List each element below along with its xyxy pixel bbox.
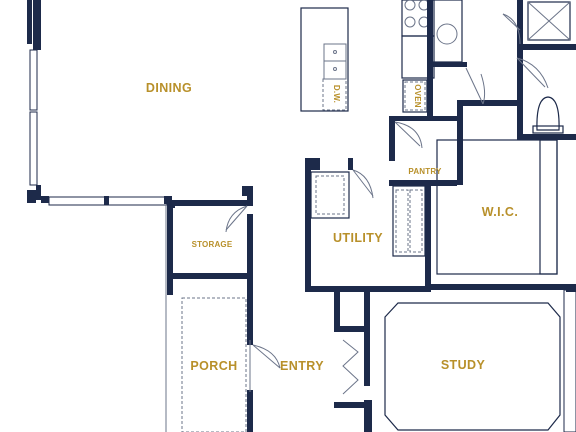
fixture-label-oven: OVEN (413, 84, 422, 107)
room-label-porch: PORCH (190, 359, 237, 373)
range-counter (401, 0, 467, 120)
pantry-wic-walls (389, 67, 576, 290)
room-label-study: STUDY (441, 358, 486, 372)
porch-entry (165, 205, 281, 432)
dining-walls (27, 0, 49, 203)
room-label-wic: W.I.C. (482, 205, 518, 219)
fixture-label-dishwasher: D.W. (332, 85, 341, 103)
room-label-entry: ENTRY (280, 359, 324, 373)
bath-block (502, 0, 576, 140)
room-label-utility: UTILITY (333, 231, 383, 245)
dining-bottom-window (48, 196, 175, 208)
study-walls (334, 286, 576, 432)
dining-windows (29, 49, 38, 186)
utility-walls (305, 158, 431, 292)
kitchen-island (300, 7, 349, 112)
storage-walls (167, 186, 253, 295)
room-label-dining: DINING (146, 81, 192, 95)
room-label-storage: STORAGE (192, 240, 233, 249)
pantry-shelves (392, 185, 426, 257)
room-label-pantry: PANTRY (408, 167, 442, 176)
oven-cabinet (402, 79, 428, 113)
